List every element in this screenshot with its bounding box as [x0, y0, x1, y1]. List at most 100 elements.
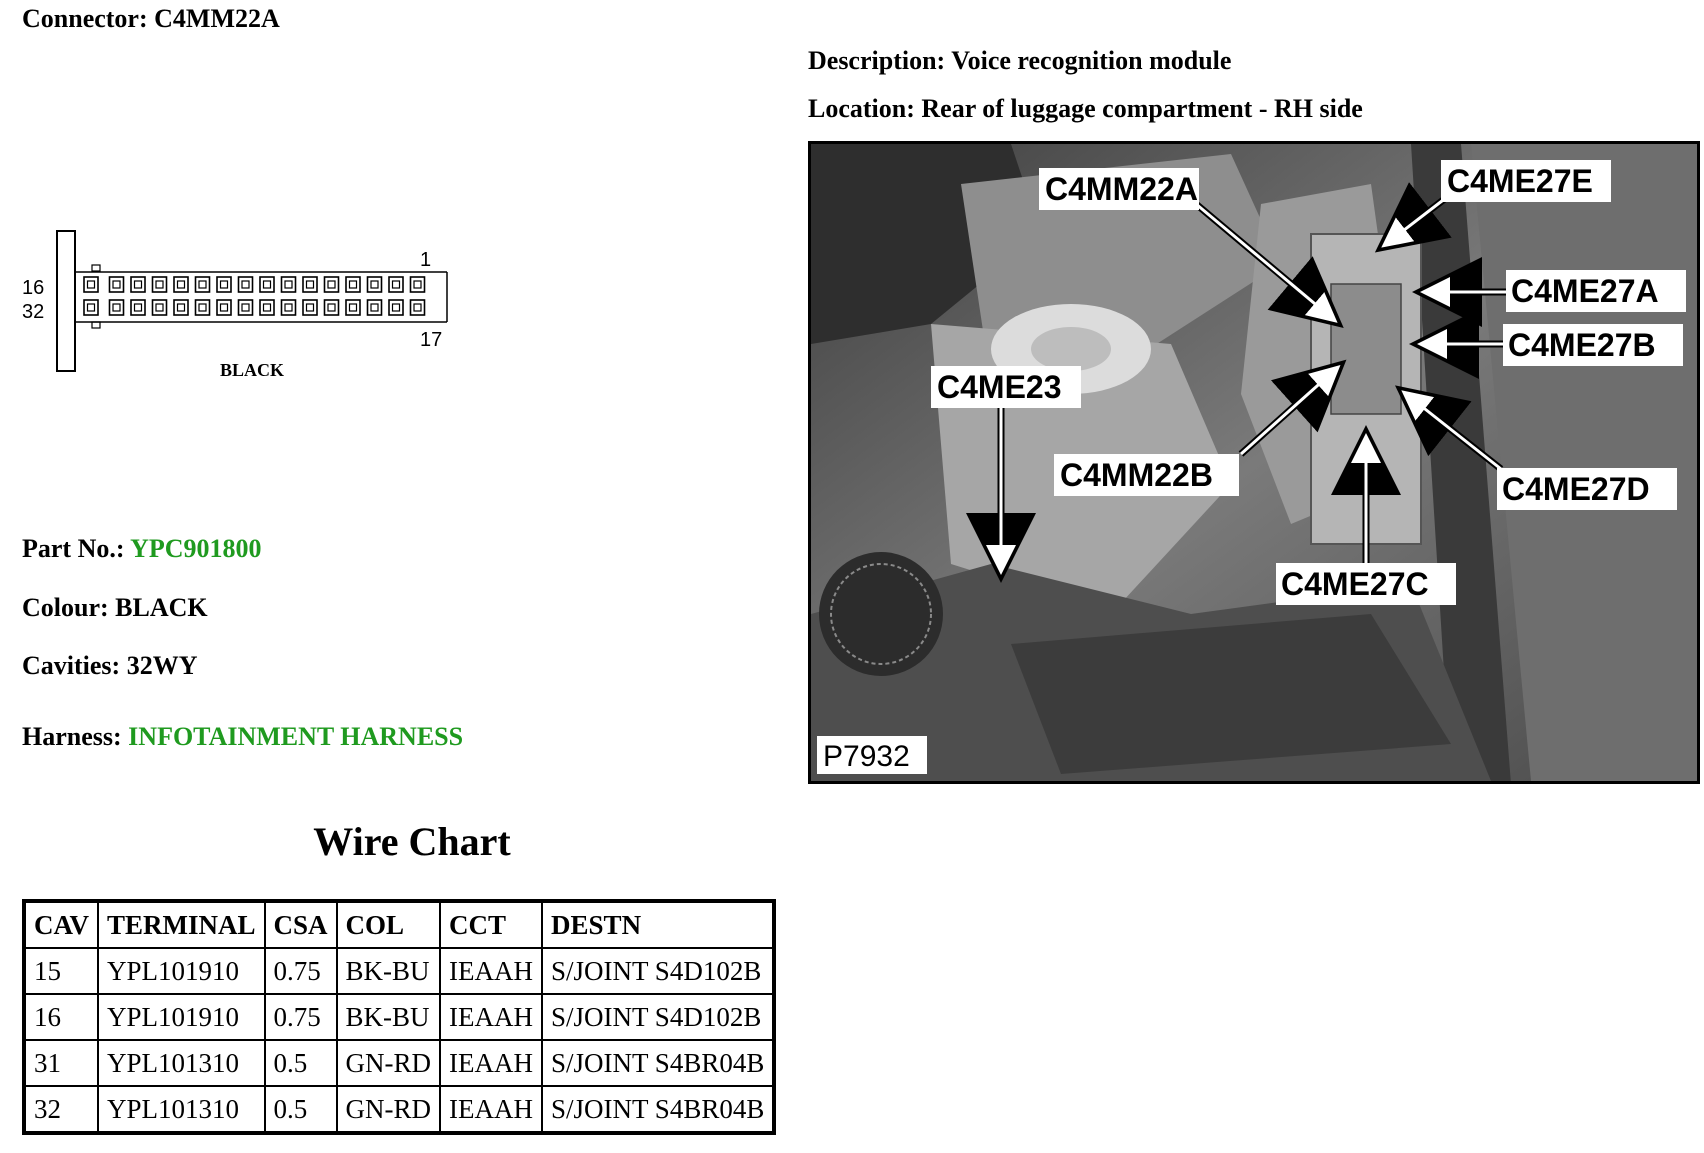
connector-cavity: [216, 276, 232, 293]
pin-row-bottom: [83, 299, 426, 316]
cell-col: BK-BU: [335, 993, 442, 1041]
connector-cavity-inner: [413, 303, 422, 312]
table-row: 31 YPL101310 0.5 GN-RD IEAAH S/JOINT S4B…: [22, 1039, 776, 1087]
connector-cavity-inner: [284, 280, 293, 289]
harness-line: Harness: INFOTAINMENT HARNESS: [22, 722, 463, 752]
cell-destn: S/JOINT S4D102B: [541, 993, 776, 1041]
cell-cct: IEAAH: [439, 1039, 544, 1087]
wire-chart-title: Wire Chart: [313, 819, 511, 864]
wire-chart-header-row: CAV TERMINAL CSA COL CCT DESTN: [22, 900, 776, 949]
connector-cavity-inner: [133, 303, 143, 312]
connector-cavity: [108, 276, 125, 293]
connector-cavity-inner: [348, 280, 358, 289]
callout-c4me27c: C4ME27C: [1281, 566, 1429, 602]
location-value: Rear of luggage compartment - RH side: [921, 94, 1363, 123]
cell-col: GN-RD: [335, 1039, 442, 1087]
connector-label: Connector:: [22, 4, 148, 33]
connector-cavity: [83, 299, 99, 316]
callout-c4me27e: C4ME27E: [1447, 163, 1593, 199]
wire-chart-table: CAV TERMINAL CSA COL CCT DESTN 15 YPL101…: [22, 899, 777, 1135]
connector-cavity-inner: [370, 280, 379, 289]
cell-cav: 31: [22, 1039, 100, 1087]
photo-illustration: C4MM22A C4ME27E C4ME27A C4ME27B C4ME23 C…: [811, 144, 1697, 781]
harness-link[interactable]: INFOTAINMENT HARNESS: [128, 722, 464, 751]
connector-cavity-inner: [176, 303, 186, 312]
col-header-csa: CSA: [263, 900, 338, 949]
connector-cavity: [409, 299, 426, 316]
connector-cavity-inner: [391, 280, 401, 289]
connector-cavity-inner: [241, 303, 250, 312]
connector-cavity-inner: [219, 280, 229, 289]
colour-line: Colour: BLACK: [22, 593, 208, 623]
connector-cavity: [216, 299, 232, 316]
connector-cavity: [345, 299, 361, 316]
connector-cavity: [151, 276, 168, 293]
connector-cavity: [302, 276, 318, 293]
connector-cavity: [83, 276, 99, 293]
cavities-value: 32WY: [126, 651, 198, 680]
description-line: Description: Voice recognition module: [808, 46, 1231, 76]
location-label: Location:: [808, 94, 915, 123]
cell-cct: IEAAH: [439, 1085, 544, 1134]
connector-location-photo: C4MM22A C4ME27E C4ME27A C4ME27B C4ME23 C…: [808, 141, 1700, 784]
connector-cavity-inner: [198, 303, 207, 312]
connector-cavity-inner: [241, 280, 250, 289]
connector-cavity-inner: [262, 303, 272, 312]
table-row: 16 YPL101910 0.75 BK-BU IEAAH S/JOINT S4…: [22, 993, 776, 1041]
connector-cavity-inner: [112, 303, 121, 312]
cavities-label: Cavities:: [22, 651, 121, 680]
connector-cavity-inner: [262, 280, 272, 289]
part-number-link[interactable]: YPC901800: [130, 534, 262, 563]
connector-cavity-inner: [219, 303, 229, 312]
cell-destn: S/JOINT S4BR04B: [541, 1039, 776, 1087]
connector-cavity: [130, 299, 146, 316]
photo-reference: P7932: [823, 740, 910, 773]
connector-cavity: [259, 276, 275, 293]
cell-csa: 0.5: [263, 1039, 338, 1087]
connector-cavity: [151, 299, 168, 316]
cell-destn: S/JOINT S4BR04B: [541, 1085, 776, 1134]
cell-cav: 16: [22, 993, 100, 1041]
pin-number-32: 32: [22, 301, 44, 323]
connector-cavity: [237, 276, 254, 293]
connector-cavity: [366, 276, 383, 293]
pin-number-16: 16: [22, 277, 44, 299]
connector-cavity-inner: [112, 280, 121, 289]
connector-cavity-inner: [284, 303, 293, 312]
callout-c4me27a: C4ME27A: [1511, 273, 1659, 309]
connector-cavity-inner: [391, 303, 401, 312]
connector-cavity-inner: [86, 280, 96, 289]
connector-cavity-inner: [327, 280, 336, 289]
connector-cavity-inner: [86, 303, 96, 312]
connector-cavity-inner: [348, 303, 358, 312]
connector-cavity: [323, 299, 340, 316]
cell-csa: 0.75: [263, 947, 338, 995]
connector-cavity: [108, 299, 125, 316]
part-number-line: Part No.: YPC901800: [22, 534, 262, 564]
callout-c4mm22b: C4MM22B: [1060, 457, 1213, 493]
part-number-label: Part No.:: [22, 534, 125, 563]
cell-cav: 15: [22, 947, 100, 995]
connector-flange: [56, 230, 76, 372]
description-label: Description:: [808, 46, 946, 75]
callout-c4mm22a: C4MM22A: [1045, 171, 1198, 207]
connector-cavity: [388, 299, 404, 316]
connector-cavity: [302, 299, 318, 316]
connector-cavity: [194, 276, 211, 293]
cell-terminal: YPL101310: [97, 1085, 266, 1134]
callout-c4me27d: C4ME27D: [1502, 471, 1650, 507]
table-row: 15 YPL101910 0.75 BK-BU IEAAH S/JOINT S4…: [22, 947, 776, 995]
connector-cavity-inner: [155, 280, 164, 289]
connector-cavity: [130, 276, 146, 293]
connector-cavity-inner: [370, 303, 379, 312]
cell-csa: 0.75: [263, 993, 338, 1041]
cell-col: BK-BU: [335, 947, 442, 995]
col-header-col: COL: [335, 900, 442, 949]
col-header-cct: CCT: [439, 900, 544, 949]
connector-cavity-inner: [413, 280, 422, 289]
col-header-terminal: TERMINAL: [97, 900, 266, 949]
colour-value: BLACK: [115, 593, 208, 622]
connector-cavity: [366, 299, 383, 316]
connector-cavity-inner: [198, 280, 207, 289]
connector-cavity: [173, 299, 189, 316]
